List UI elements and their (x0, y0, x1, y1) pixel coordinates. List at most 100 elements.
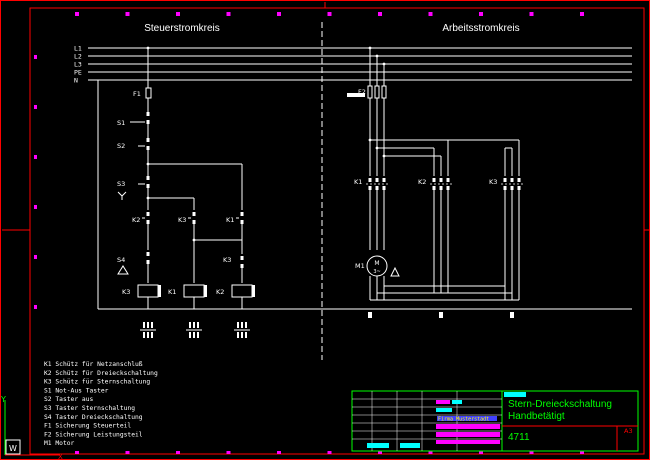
terminal-block (193, 322, 195, 328)
grid-marker-left (34, 205, 37, 209)
terminal-block (368, 312, 372, 318)
contact-terminal (432, 186, 436, 190)
terminal-block (143, 322, 145, 328)
contactor-label-k2: K2 (418, 178, 426, 186)
legend-entry-7: F1 Sicherung Steuerteil (44, 423, 131, 430)
switch-label-s2: S2 (117, 142, 125, 150)
contact-terminal (146, 120, 150, 124)
terminal-block (143, 332, 145, 338)
contact-terminal (510, 186, 514, 190)
grid-marker-top (529, 12, 534, 16)
grid-marker-left (34, 55, 37, 59)
fuse-f2-1 (367, 85, 373, 99)
bus-label-l1: L1 (74, 45, 82, 53)
contact-terminal (375, 178, 379, 182)
contact-terminal (375, 186, 379, 190)
grid-marker-left (34, 105, 37, 109)
grid-marker-top (277, 12, 281, 16)
bus-label-l2: L2 (74, 53, 82, 61)
grid-marker-top (125, 12, 130, 16)
contact-label-k3-3: K3 (223, 256, 231, 264)
title-accent (504, 392, 526, 397)
title-accent (436, 408, 452, 412)
contact-terminal (517, 186, 521, 190)
coil-label-k3: K3 (122, 288, 130, 296)
bus-label-pe: PE (74, 69, 82, 77)
title-block-frame (351, 390, 639, 452)
contact-terminal (503, 178, 507, 182)
contact-terminal (146, 260, 150, 264)
grid-marker-bottom (75, 451, 79, 454)
contact-terminal (146, 252, 150, 256)
grid-marker-top (176, 12, 180, 16)
contact-terminal (146, 184, 150, 188)
grid-marker-left (34, 155, 37, 159)
grid-marker-bottom (428, 451, 433, 454)
fuse-f1 (145, 87, 152, 99)
title-accent (400, 443, 420, 448)
contact-terminal (240, 256, 244, 260)
terminal-block (237, 322, 239, 328)
contact-terminal (192, 220, 196, 224)
drawing-number: 4711 (508, 432, 530, 443)
title-accent (437, 416, 497, 421)
title-accent (436, 400, 450, 404)
terminal-block (245, 332, 247, 338)
legend-entry-8: F2 Sicherung Leistungsteil (44, 431, 143, 438)
contact-terminal (432, 178, 436, 182)
terminal-block (237, 332, 239, 338)
ucs-box (5, 439, 21, 455)
contact-label-k1-2: K1 (226, 216, 234, 224)
legend-entry-9: M1 Motor (44, 440, 75, 447)
contact-terminal (382, 178, 386, 182)
grid-marker-bottom (327, 451, 332, 454)
motor-symbol: M (374, 260, 379, 267)
legend-entry-4: S2 Taster aus (44, 396, 93, 403)
grid-marker-bottom (226, 451, 231, 454)
title-accent (436, 432, 500, 437)
terminal-block (151, 322, 153, 328)
fuse-f2-handle (347, 93, 365, 97)
terminal-block (151, 332, 153, 338)
coil-k1 (183, 284, 205, 298)
coil-marker (252, 285, 255, 297)
earth-symbol-icon (390, 266, 400, 277)
drawing-subtitle: Handbetätigt (508, 411, 565, 422)
legend-entry-5: S3 Taster Sternschaltung (44, 405, 135, 412)
contact-terminal (240, 264, 244, 268)
contact-terminal (146, 220, 150, 224)
contact-terminal (240, 212, 244, 216)
switch-label-s3: S3 (117, 180, 125, 188)
coil-marker (204, 285, 207, 297)
coil-k2 (231, 284, 253, 298)
grid-marker-top (479, 12, 483, 16)
grid-marker-bottom (176, 451, 180, 454)
legend-entry-3: S1 Not-Aus Taster (44, 387, 109, 394)
pushbutton-symbol (117, 191, 127, 200)
title-accent (436, 440, 500, 444)
title-accent (367, 443, 389, 448)
terminal-block (147, 332, 149, 338)
sheet-size: A3 (624, 427, 633, 435)
coil-marker (158, 285, 161, 297)
junction-dot (368, 138, 372, 142)
fuse-f2-2 (374, 85, 380, 99)
contact-label-k3-1: K3 (178, 216, 186, 224)
grid-marker-top (75, 12, 79, 16)
section-title-steuerstromkreis: Steuerstromkreis (144, 23, 220, 34)
grid-marker-top (378, 12, 382, 16)
grid-marker-top (428, 12, 433, 16)
contact-terminal (439, 186, 443, 190)
contact-terminal (382, 186, 386, 190)
terminal-block (193, 332, 195, 338)
motor-label-m1: M1 (355, 262, 365, 270)
bus-label-n: N (74, 77, 78, 85)
terminal-block (245, 322, 247, 328)
fuse-label-f2: F2 (358, 88, 366, 96)
grid-marker-bottom (529, 451, 534, 454)
contact-terminal (146, 112, 150, 116)
grid-marker-bottom (479, 451, 483, 454)
terminal-block (189, 332, 191, 338)
coil-label-k1: K1 (168, 288, 176, 296)
contact-terminal (146, 138, 150, 142)
